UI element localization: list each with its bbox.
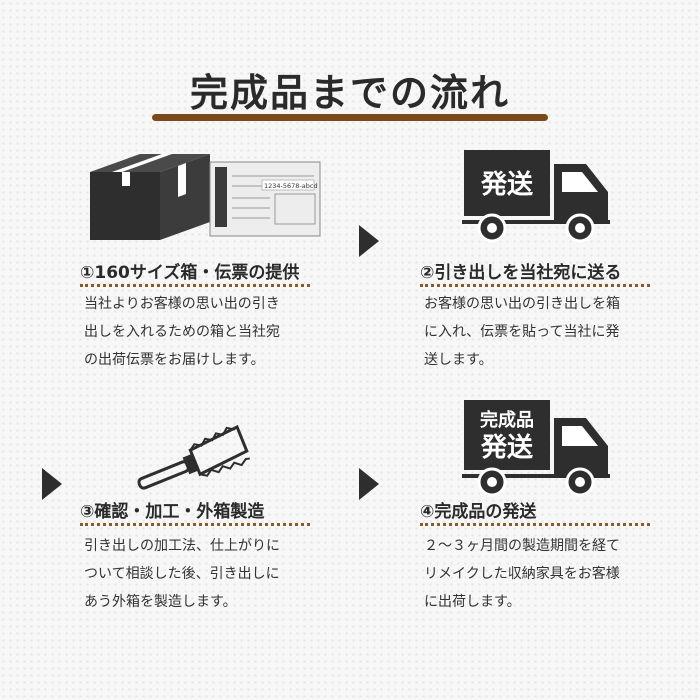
delivery-truck-icon: 発送 bbox=[462, 150, 610, 243]
truck-label-bottom: 発送 bbox=[480, 433, 533, 463]
step-2-title: ②引き出しを当社宛に送る bbox=[420, 263, 622, 283]
step-4-line: ２～３ヶ月間の製造期間を経て bbox=[424, 538, 620, 554]
step-4-line: に出荷します。 bbox=[424, 594, 521, 610]
title-underline bbox=[152, 114, 548, 121]
step-1-description: 当社よりお客様の思い出の引き 出しを入れるための箱と当社宛 の出荷伝票をお届けし… bbox=[84, 290, 324, 374]
step-4-line: リメイクした収納家具をお客様 bbox=[424, 566, 620, 582]
step-3-divider bbox=[80, 523, 310, 526]
step-1-title: ①160サイズ箱・伝票の提供 bbox=[80, 263, 300, 283]
box-and-slip-icon: 1234-5678-abcd bbox=[90, 154, 321, 240]
step-3-description: 引き出しの加工法、仕上がりに ついて相談した後、引き出しに あう外箱を製造します… bbox=[84, 532, 324, 616]
finished-product-truck-icon: 完成品 発送 bbox=[462, 400, 610, 497]
step-4-description: ２～３ヶ月間の製造期間を経て リメイクした収納家具をお客様 に出荷します。 bbox=[424, 532, 664, 616]
step-1-divider bbox=[80, 284, 310, 287]
step-3-title: ③確認・加工・外箱製造 bbox=[80, 502, 265, 522]
saw-icon bbox=[137, 425, 250, 490]
slip-code: 1234-5678-abcd bbox=[264, 182, 318, 190]
step-2-divider bbox=[420, 284, 650, 287]
step-2-line: お客様の思い出の引き出しを箱 bbox=[424, 296, 620, 312]
step-4-divider bbox=[420, 523, 650, 526]
step-1-line: の出荷伝票をお届けします。 bbox=[84, 352, 265, 368]
page-title: 完成品までの流れ bbox=[189, 71, 510, 115]
step-3-line: あう外箱を製造します。 bbox=[84, 594, 237, 610]
step-3-line: 引き出しの加工法、仕上がりに bbox=[84, 538, 280, 554]
step-2-line: 送します。 bbox=[424, 352, 493, 368]
step-3-line: ついて相談した後、引き出しに bbox=[84, 566, 280, 582]
truck-label: 発送 bbox=[480, 170, 533, 200]
truck-label-top: 完成品 bbox=[480, 409, 534, 431]
step-2-description: お客様の思い出の引き出しを箱 に入れ、伝票を貼って当社に発 送します。 bbox=[424, 290, 664, 374]
step-4-title: ④完成品の発送 bbox=[420, 502, 537, 522]
arrow-right-icon bbox=[359, 225, 379, 257]
step-2-line: に入れ、伝票を貼って当社に発 bbox=[424, 324, 620, 340]
arrow-right-icon bbox=[42, 468, 62, 500]
arrow-right-icon bbox=[359, 468, 379, 500]
step-1-line: 当社よりお客様の思い出の引き bbox=[84, 296, 280, 312]
step-1-line: 出しを入れるための箱と当社宛 bbox=[84, 324, 280, 340]
